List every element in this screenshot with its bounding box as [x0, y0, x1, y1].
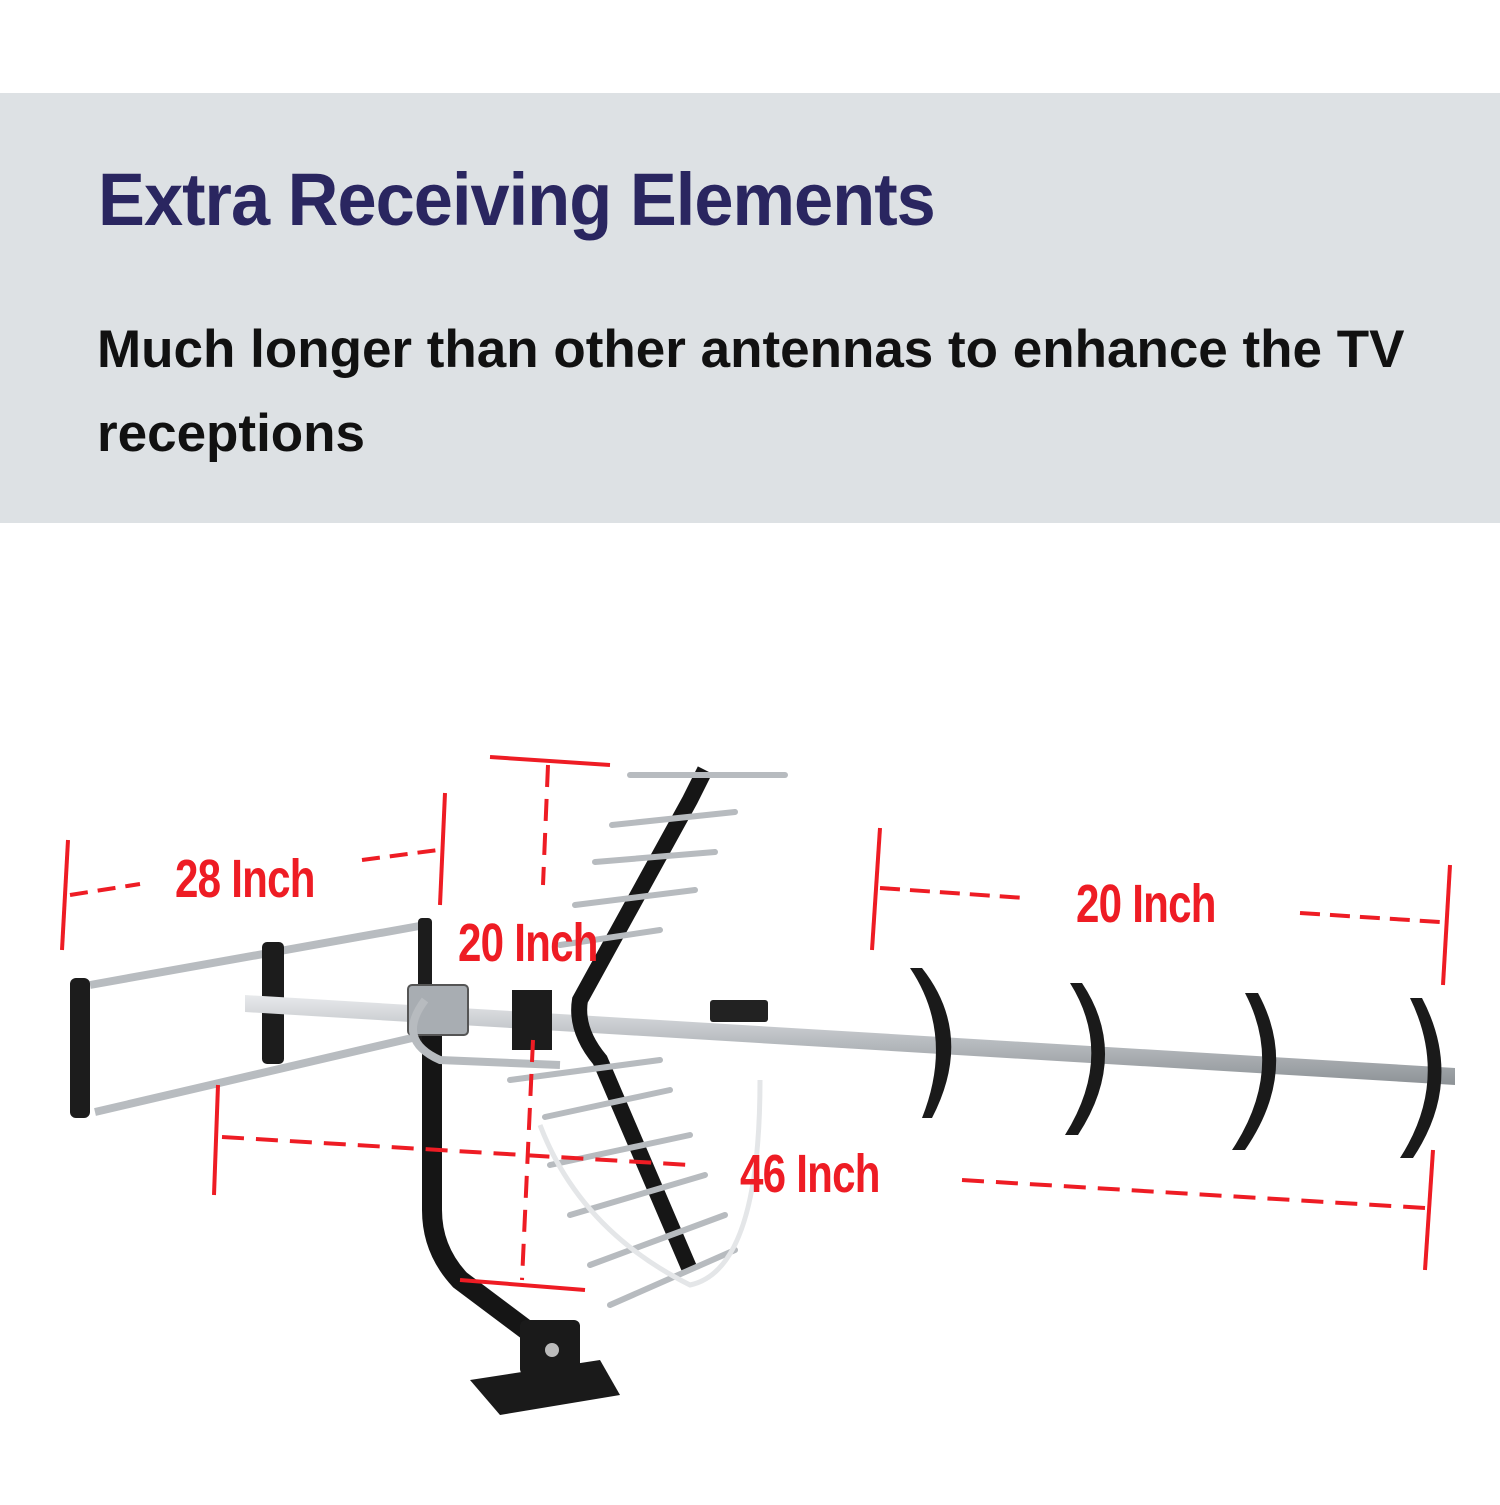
page-subtitle: Much longer than other antennas to enhan… — [97, 320, 1405, 463]
page-title: Extra Receiving Elements — [98, 158, 936, 241]
antenna-diagram: 28 Inch 20 Inch 20 Inch 46 Inch — [0, 540, 1500, 1500]
dimension-label-director-section: 20 Inch — [1076, 874, 1216, 934]
dimension-lines — [60, 755, 1452, 1292]
log-periodic-section — [409, 766, 788, 1308]
dimension-label-overall-length: 46 Inch — [740, 1144, 880, 1204]
dimension-label-reflector-width: 28 Inch — [175, 849, 315, 909]
mounting-pole — [407, 984, 620, 1415]
director-elements — [910, 968, 1442, 1158]
header-banner — [0, 93, 1500, 523]
antenna-illustration — [60, 755, 1455, 1415]
dimension-label-log-periodic-height: 20 Inch — [458, 913, 598, 973]
